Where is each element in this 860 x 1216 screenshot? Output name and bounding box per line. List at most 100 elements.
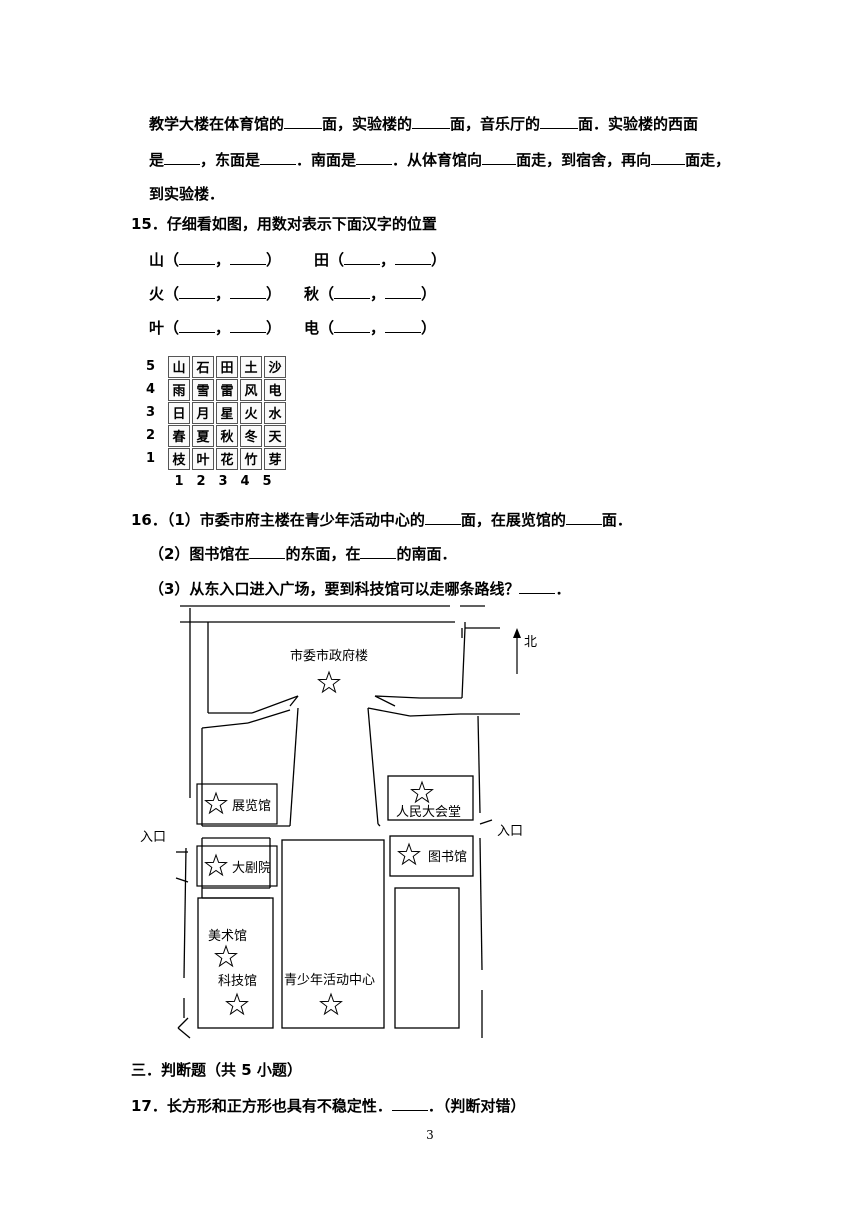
q16-part3: （3）从东入口进入广场，要到科技馆可以走哪条路线？． [149,577,570,599]
q14-line2: 是，东面是．南面是．从体育馆向面走，到宿舍，再向面走， [149,148,730,170]
grid-cell: 叶 [192,447,214,470]
label-exhibition: 展览馆 [232,798,271,814]
q15-pair-row2: 火（，） [149,282,281,304]
page-number: 3 [426,1128,434,1142]
star-icon [226,993,248,1015]
star-icon [205,854,227,876]
answer-blank[interactable] [344,248,381,265]
answer-blank[interactable] [249,542,286,559]
label-entrance-east: 入口 [497,824,523,839]
answer-blank[interactable] [164,148,201,165]
star-icon [320,993,342,1015]
answer-blank[interactable] [424,508,461,525]
q14-line3: 到实验楼． [149,185,225,203]
q15-pair-row1: 山（，） [149,248,281,270]
north-arrow-icon [513,628,521,674]
grid-cell: 沙 [264,355,286,378]
grid-cell: 土 [240,355,262,378]
q16-part2: （2）图书馆在的东面，在的南面． [149,542,456,564]
star-icon [205,792,227,814]
grid-cell: 石 [192,355,214,378]
grid-cell: 雨 [168,378,190,401]
q15-pair-row3b: 电（，） [304,316,436,338]
q15-pair-row2b: 秋（，） [304,282,436,304]
answer-blank[interactable] [284,112,323,129]
grid-cell: 芽 [264,447,286,470]
star-icon [318,671,340,693]
grid-cell: 夏 [192,424,214,447]
city-map: 北 市委市政府楼 展览馆 大剧院 美术馆 科技馆 青少年活动中心 人民大会堂 图… [140,605,537,1039]
grid-cell: 天 [264,424,286,447]
answer-blank[interactable] [179,248,216,265]
answer-blank[interactable] [179,282,216,299]
label-theater: 大剧院 [232,861,271,876]
section-heading: 三．判断题（共 5 小题） [131,1061,302,1079]
label-science-museum: 科技馆 [218,974,257,989]
label-youth-center: 青少年活动中心 [284,973,375,988]
grid-cell: 水 [264,401,286,424]
grid-cell: 花 [216,447,238,470]
grid-col-label: 5 [262,474,272,489]
answer-blank[interactable] [230,248,267,265]
answer-blank[interactable] [651,148,686,165]
star-icon [398,843,420,865]
q15-title: 15．仔细看如图，用数对表示下面汉字的位置 [131,215,437,233]
grid-cell: 竹 [240,447,262,470]
answer-blank[interactable] [356,148,393,165]
grid-row-label: 1 [146,451,156,466]
map-roads [175,605,520,1039]
grid-cell: 星 [216,401,238,424]
theater-block [196,845,278,887]
answer-blank[interactable] [260,148,297,165]
label-peoples-hall: 人民大会堂 [396,805,461,820]
answer-blank[interactable] [230,316,267,333]
answer-blank[interactable] [360,542,397,559]
answer-blank[interactable] [385,282,422,299]
grid-cell: 雷 [216,378,238,401]
grid-cell: 秋 [216,424,238,447]
q16-part1: 16．（1）市委市府主楼在青少年活动中心的面，在展览馆的面． [131,508,632,530]
grid-col-label: 3 [218,474,228,489]
grid-cell: 山 [168,355,190,378]
grid-cell: 雪 [192,378,214,401]
exhibition-block [196,783,278,825]
grid-cell: 冬 [240,424,262,447]
grid-cell: 春 [168,424,190,447]
label-library: 图书馆 [428,850,467,865]
grid-cell: 田 [216,355,238,378]
q17: 17．长方形和正方形也具有不稳定性．．（判断对错） [131,1094,525,1116]
answer-blank[interactable] [519,577,556,594]
answer-blank[interactable] [230,282,267,299]
star-icon [215,945,237,967]
star-icon [411,781,433,803]
answer-blank[interactable] [412,112,451,129]
answer-blank[interactable] [565,508,602,525]
grid-cell: 电 [264,378,286,401]
grid-col-label: 1 [174,474,184,489]
answer-blank[interactable] [395,248,432,265]
grid-col-label: 2 [196,474,206,489]
answer-blank[interactable] [391,1094,428,1111]
answer-blank[interactable] [385,316,422,333]
grid-cell: 火 [240,401,262,424]
grid-row-label: 3 [146,405,156,420]
grid-col-label: 4 [240,474,250,489]
answer-blank[interactable] [334,282,371,299]
label-city-hall: 市委市政府楼 [290,648,368,664]
answer-blank[interactable] [179,316,216,333]
grid-cell: 日 [168,401,190,424]
label-art-museum: 美术馆 [208,929,247,944]
answer-blank[interactable] [540,112,579,129]
answer-blank[interactable] [482,148,517,165]
q14-line1: 教学大楼在体育馆的面，实验楼的面，音乐厅的面．实验楼的西面 [149,112,698,134]
grid-cell: 月 [192,401,214,424]
answer-blank[interactable] [334,316,371,333]
grid-row-label: 5 [146,359,156,374]
